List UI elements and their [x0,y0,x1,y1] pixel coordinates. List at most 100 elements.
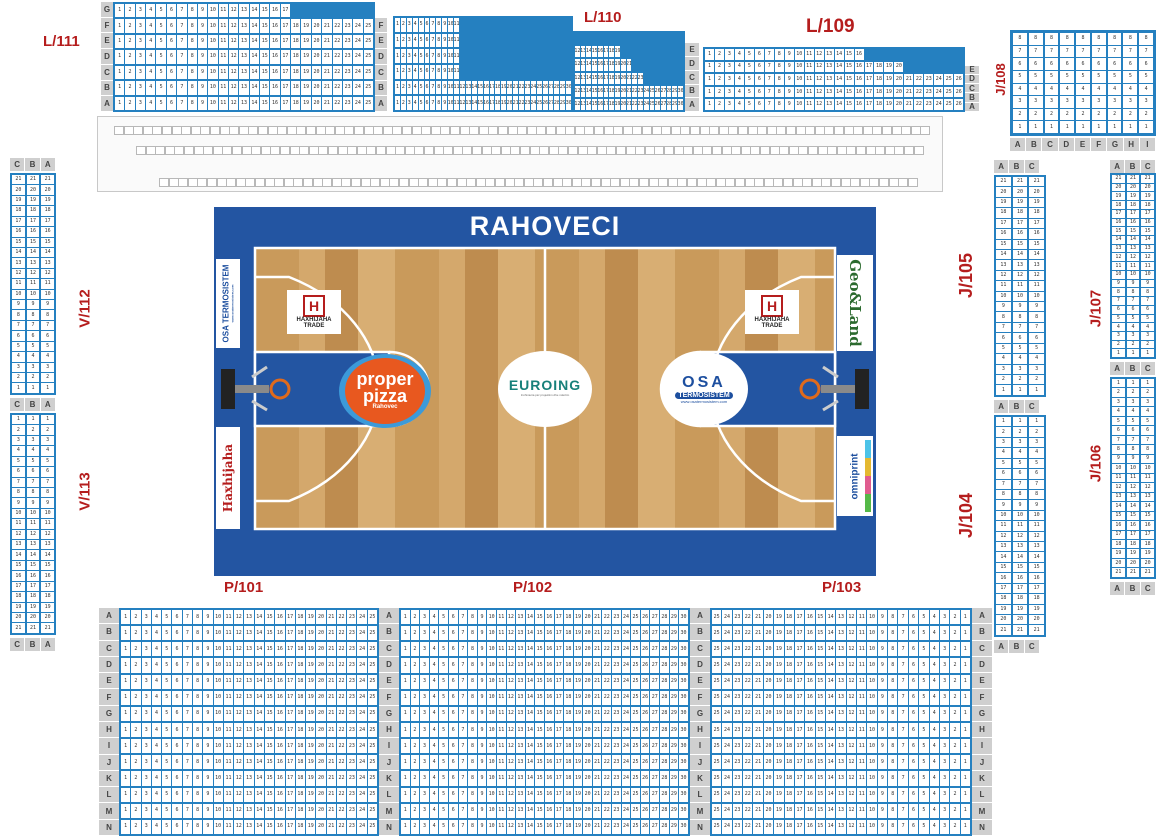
seat[interactable]: 6 [1126,426,1140,435]
seat[interactable]: 1 [401,755,410,770]
seat[interactable]: 11 [804,86,814,98]
seat[interactable]: 20 [316,658,326,673]
seat[interactable]: 7 [430,33,436,48]
seat[interactable]: 3 [41,435,55,446]
seat[interactable]: 9 [203,626,213,641]
seat[interactable]: 3 [939,690,950,705]
seat[interactable]: 1 [121,658,131,673]
seat[interactable]: 21 [626,72,632,84]
seat[interactable]: 8 [26,487,40,498]
seat[interactable]: 26 [640,690,650,705]
seat[interactable]: 7 [12,477,25,487]
seat[interactable]: 13 [244,771,254,786]
seat[interactable]: 5 [439,642,448,657]
seat[interactable]: 23 [347,803,357,818]
seat[interactable]: 1 [1076,121,1090,133]
seat[interactable]: 23 [347,706,357,721]
seat[interactable]: 4 [429,787,439,802]
seat[interactable]: 6 [448,787,458,802]
seat[interactable]: 9 [477,803,487,818]
seat[interactable]: 25 [367,642,378,657]
seat[interactable]: 18 [564,803,573,818]
seat[interactable]: 20 [1141,183,1155,192]
seat[interactable]: 17 [554,819,564,834]
seat[interactable]: 22 [743,722,753,738]
seat[interactable]: 17 [1112,530,1125,539]
seat[interactable]: 8 [888,642,898,657]
seat[interactable]: 19 [884,74,894,85]
seat[interactable]: 13 [1112,492,1125,502]
seat[interactable]: 23 [347,787,357,802]
seat[interactable]: 17 [280,4,291,18]
seat[interactable]: 2 [400,33,406,48]
seat[interactable]: 15 [264,626,275,641]
seat[interactable]: 18 [1029,208,1045,218]
seat[interactable]: 10 [487,690,496,705]
seat[interactable]: 2 [41,373,55,383]
seat[interactable]: 12 [996,531,1011,542]
seat[interactable]: 18 [495,96,501,111]
seat[interactable]: 21 [592,803,602,818]
seat[interactable]: 3 [141,642,151,657]
seat[interactable]: 18 [291,96,301,110]
seat[interactable]: 19 [774,771,784,786]
seat[interactable]: 15 [26,560,40,571]
seat[interactable]: 21 [592,819,602,834]
seat[interactable]: 12 [1012,531,1028,542]
seat[interactable]: 14 [834,61,844,73]
seat[interactable]: 19 [301,50,311,64]
seat[interactable]: 1 [401,674,410,689]
seat[interactable]: 8 [468,690,477,705]
seat[interactable]: 19 [774,706,784,721]
seat[interactable]: 6 [172,610,182,625]
seat[interactable]: 11 [218,50,228,64]
seat[interactable]: 26 [954,86,964,98]
seat[interactable]: 5 [1044,70,1059,83]
seat[interactable]: 24 [722,739,732,754]
seat[interactable]: 19 [306,803,316,818]
seat[interactable]: 27 [650,626,660,641]
seat[interactable]: 4 [429,755,439,770]
seat[interactable]: 8 [187,4,197,18]
seat[interactable]: 25 [649,85,655,97]
seat[interactable]: 23 [347,610,357,625]
seat[interactable]: 9 [477,610,487,625]
seat[interactable]: 14 [825,610,836,625]
seat[interactable]: 13 [244,722,254,738]
seat[interactable]: 14 [825,722,836,738]
seat[interactable]: 20 [763,658,774,673]
seat[interactable]: 20 [763,755,774,770]
seat[interactable]: 28 [660,722,669,738]
seat[interactable]: 18 [1012,594,1028,604]
seat[interactable]: 3 [420,642,429,657]
seat[interactable]: 19 [573,658,583,673]
seat[interactable]: 17 [794,690,805,705]
seat[interactable]: 16 [597,46,603,58]
seat[interactable]: 13 [516,819,525,834]
seat[interactable]: 8 [1091,33,1106,45]
seat[interactable]: 11 [454,96,459,111]
seat[interactable]: 24 [621,787,631,802]
seat[interactable]: 17 [554,674,564,689]
seat[interactable]: 11 [804,61,814,73]
seat[interactable]: 9 [996,500,1011,510]
seat[interactable]: 24 [722,803,732,818]
seat[interactable]: 25 [631,739,640,754]
seat[interactable]: 4 [41,352,55,362]
seat[interactable]: 25 [631,755,640,770]
seat[interactable]: 3 [1126,397,1140,407]
seat[interactable]: 11 [218,81,228,95]
seat[interactable]: 1 [401,658,410,673]
seat[interactable]: 5 [162,706,172,721]
seat[interactable]: 4 [996,354,1011,364]
seat[interactable]: 16 [1012,573,1028,583]
seat[interactable]: 3 [141,819,151,834]
seat[interactable]: 20 [763,626,774,641]
seat[interactable]: 8 [1112,288,1125,297]
seat[interactable]: 23 [924,99,934,110]
seat[interactable]: 18 [784,658,794,673]
seat[interactable]: 10 [487,674,496,689]
seat[interactable]: 21 [592,674,602,689]
seat[interactable]: 8 [192,658,203,673]
